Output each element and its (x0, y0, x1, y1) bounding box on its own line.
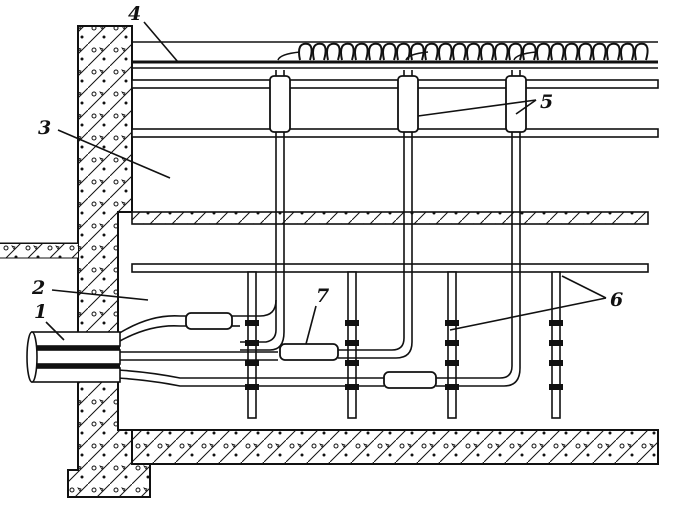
cable-coil (508, 42, 523, 61)
cable-coil (536, 42, 551, 61)
cable-coil (606, 42, 621, 61)
label-1: 1 (34, 301, 47, 323)
cable-coil (340, 42, 355, 61)
shelf-1 (131, 79, 659, 89)
cable-coil (298, 42, 313, 61)
label-5: 5 (540, 91, 553, 113)
label-6: 6 (610, 289, 623, 311)
cable-coil (354, 42, 369, 61)
cable-coil (410, 42, 425, 61)
cable-coil (480, 42, 495, 61)
label-3: 3 (38, 117, 51, 139)
entry-cables (117, 299, 384, 387)
junction-sleeves (269, 51, 537, 133)
support-post (345, 271, 359, 419)
cable-coil (452, 42, 467, 61)
cable-coil (592, 42, 607, 61)
top-cable-coils (298, 42, 649, 61)
shelf-2 (131, 128, 659, 138)
cable-coil (578, 42, 593, 61)
cable-coil (312, 42, 327, 61)
support-post (245, 271, 259, 419)
leader-lines (45, 21, 607, 345)
top-shelf (132, 41, 658, 69)
cable-coil (368, 42, 383, 61)
cable-coil (382, 42, 397, 61)
cable-coil (522, 42, 537, 61)
tunnel-floor (131, 429, 659, 465)
cable-coil (424, 42, 439, 61)
shelf-3 (131, 263, 649, 273)
callout-labels: 1 2 3 4 5 6 7 (31, 3, 623, 323)
label-2: 2 (31, 277, 45, 299)
cable-coil (396, 42, 411, 61)
cable-coil (620, 42, 635, 61)
cable-coil (494, 42, 509, 61)
cable-coil (564, 42, 579, 61)
support-post (549, 271, 563, 419)
ground-surface (0, 242, 78, 259)
cable-coil (550, 42, 565, 61)
cable-coil (634, 42, 649, 61)
label-7: 7 (316, 285, 329, 307)
left-wall (67, 25, 151, 498)
cable-coil (466, 42, 481, 61)
riser-cables (240, 70, 521, 387)
concrete-shelf (131, 211, 649, 225)
support-posts (245, 271, 563, 419)
incoming-cables (26, 331, 121, 383)
coupling-sleeves (185, 312, 437, 389)
cable-coil (438, 42, 453, 61)
cable-coil (326, 42, 341, 61)
label-4: 4 (128, 3, 141, 25)
support-post (445, 271, 459, 419)
